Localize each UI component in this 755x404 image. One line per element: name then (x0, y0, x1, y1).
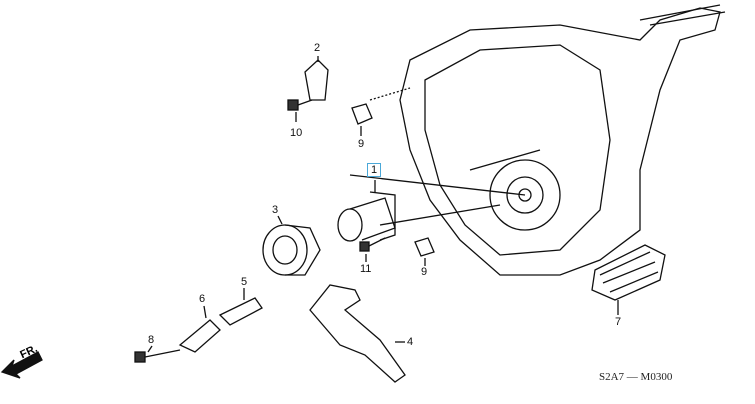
release-guide-part-1 (337, 180, 396, 242)
callout-part-1[interactable]: 1 (367, 163, 382, 177)
callout-part-5[interactable]: 5 (241, 276, 248, 288)
callout-part-4[interactable]: 4 (407, 336, 414, 348)
dowel-part-9-upper (351, 87, 411, 136)
diagram-code: S2A7 — M0300 (599, 371, 673, 383)
transmission-housing (349, 4, 726, 276)
callout-part-3[interactable]: 3 (272, 204, 279, 216)
callout-part-2[interactable]: 2 (314, 42, 321, 54)
callout-part-8[interactable]: 8 (148, 334, 155, 346)
bracket-part-2 (304, 59, 329, 101)
bolt-part-10 (287, 99, 313, 122)
callout-part-9-lower[interactable]: 9 (421, 266, 428, 278)
release-fork-part-4 (309, 284, 406, 383)
callout-part-11[interactable]: 11 (360, 263, 372, 275)
bolt-part-8 (134, 345, 181, 363)
callout-part-6[interactable]: 6 (199, 293, 206, 305)
dowel-part-9-lower (414, 237, 435, 266)
front-direction-arrow (0, 351, 43, 379)
callout-part-10[interactable]: 10 (290, 127, 303, 139)
callout-part-9-upper[interactable]: 9 (358, 138, 365, 150)
fork-pivot-parts-5-6 (178, 288, 263, 353)
bolt-part-11 (359, 237, 386, 262)
release-bearing-part-3 (262, 215, 321, 276)
dust-boot-part-7 (591, 244, 666, 315)
callout-part-7[interactable]: 7 (615, 316, 622, 328)
